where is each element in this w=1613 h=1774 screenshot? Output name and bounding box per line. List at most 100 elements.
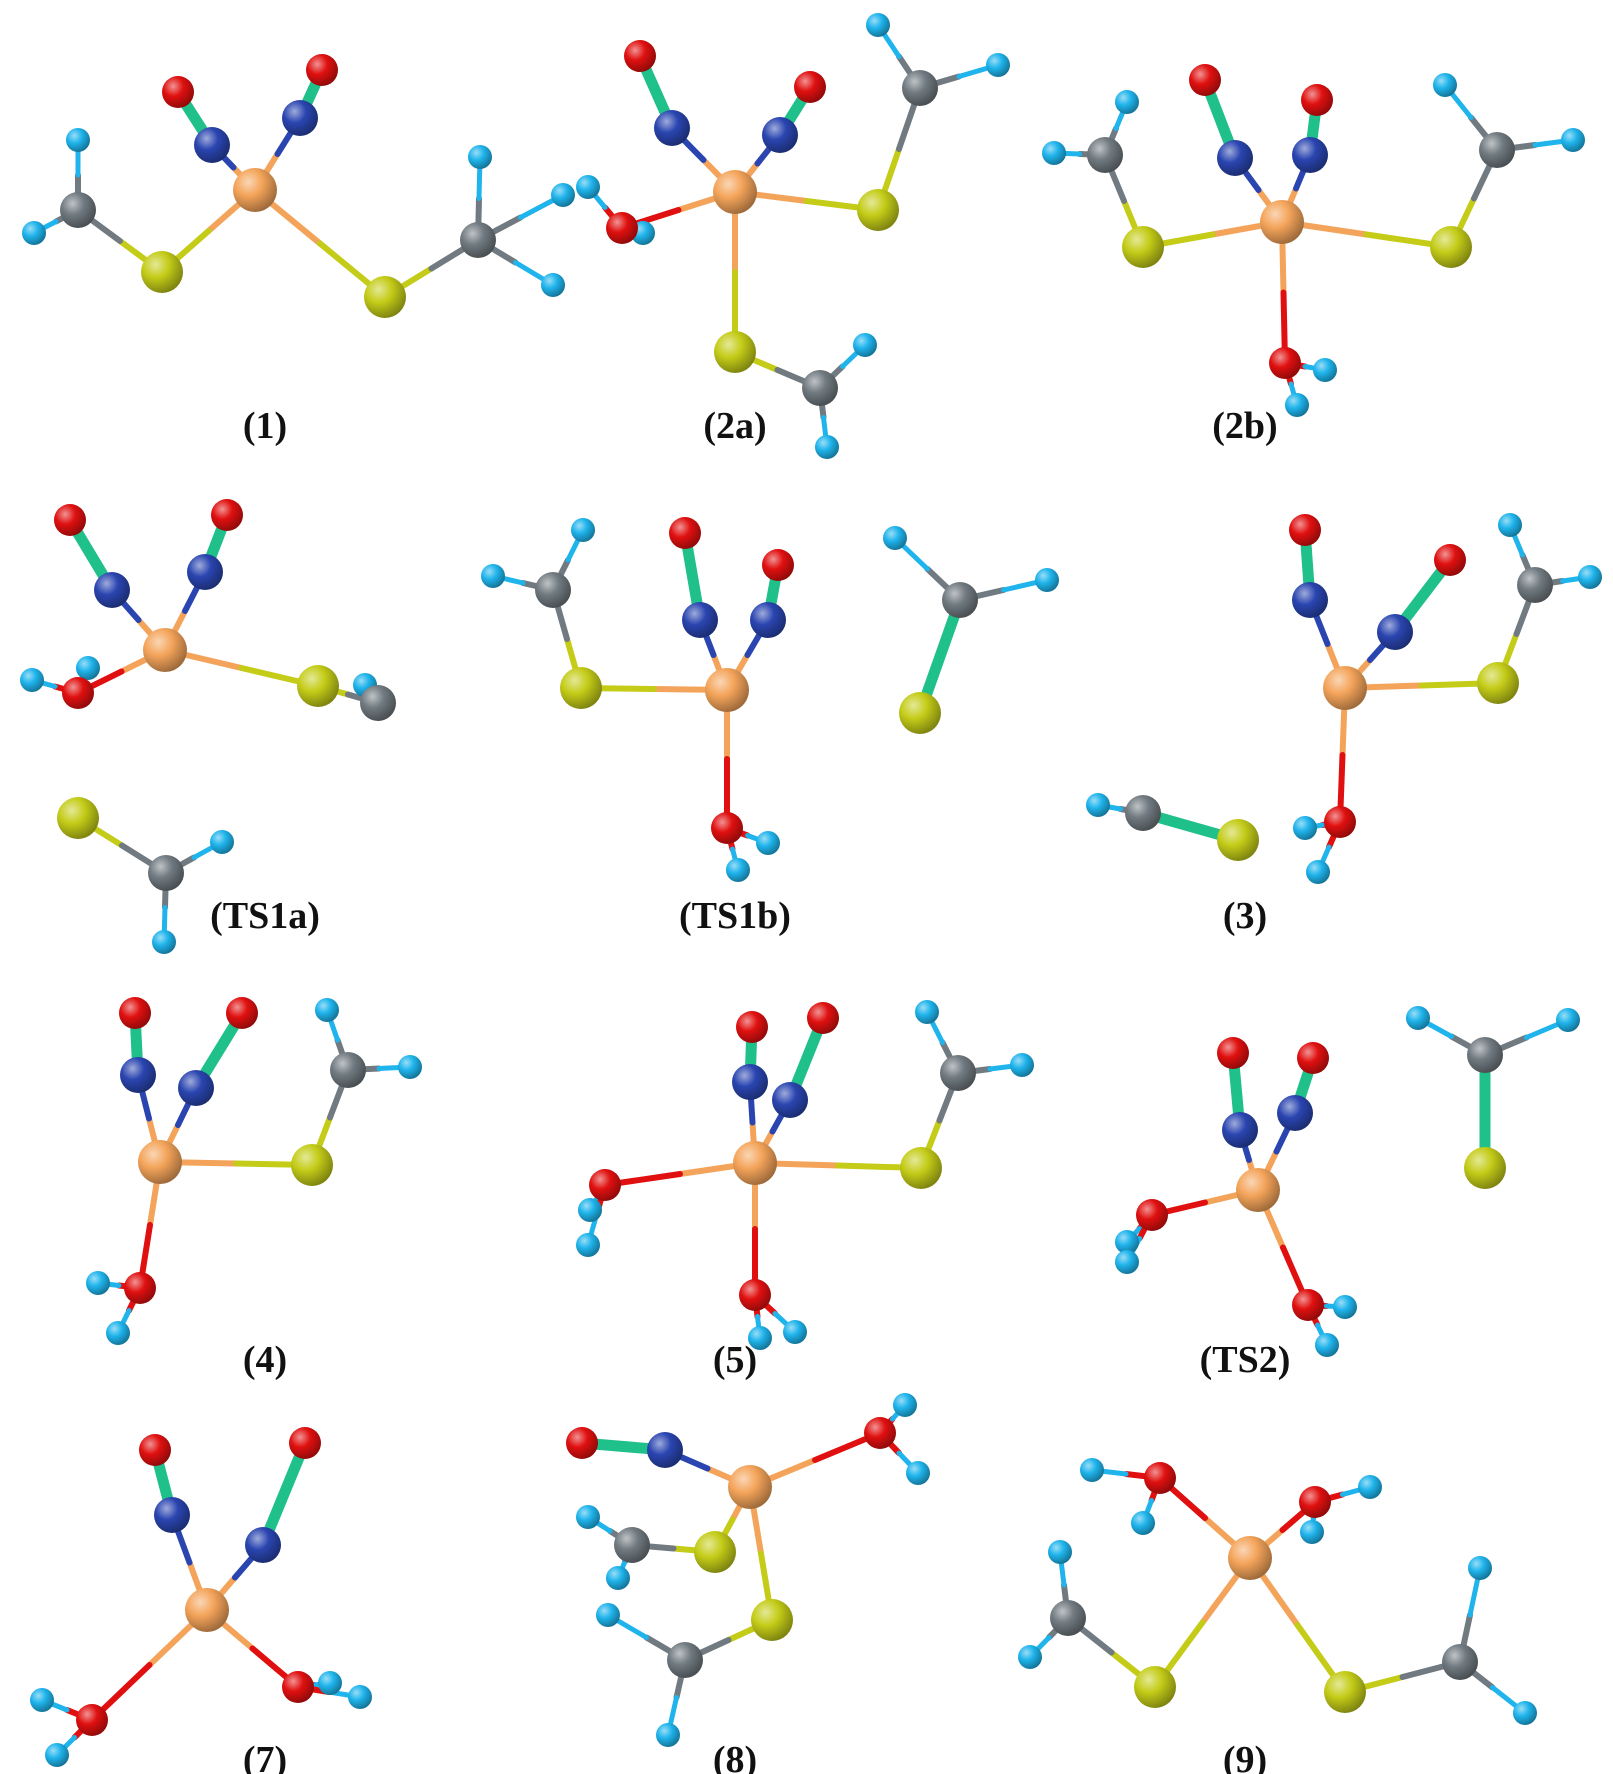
nitrogen-atom-nb — [772, 1082, 808, 1118]
structure-label: (8) — [713, 1739, 757, 1774]
oxygen-atom-oa — [1189, 64, 1221, 96]
oxygen-atom-o1 — [606, 212, 638, 244]
hydrogen-atom-h3 — [468, 145, 492, 169]
structure-label: (7) — [243, 1739, 287, 1774]
hydrogen-atom-h2 — [398, 1055, 422, 1079]
carbon-atom-c2 — [1479, 132, 1515, 168]
hydrogen-atom-h4 — [1513, 1701, 1537, 1725]
oxygen-atom-oa — [139, 1434, 171, 1466]
structure-label: (2b) — [1212, 405, 1277, 447]
oxygen-atom-ob — [226, 997, 258, 1029]
oxygen-atom-ob — [211, 499, 243, 531]
nitrogen-atom-na — [647, 1432, 683, 1468]
hydrogen-atom-h2 — [481, 564, 505, 588]
hydrogen-atom-h4 — [815, 435, 839, 459]
carbon-atom-c1 — [1517, 567, 1553, 603]
hydrogen-atom-hw2 — [76, 656, 100, 680]
oxygen-atom-ob — [289, 1427, 321, 1459]
oxygen-atom-o1 — [711, 812, 743, 844]
oxygen-atom-o2 — [739, 1279, 771, 1311]
structure-label: (2a) — [703, 405, 766, 447]
hydrogen-atom-h3 — [210, 830, 234, 854]
hydrogen-atom-h1 — [915, 1000, 939, 1024]
hydrogen-atom-hw1 — [756, 831, 780, 855]
hydrogen-atom-hw1 — [86, 1271, 110, 1295]
carbon-atom-c1 — [360, 685, 396, 721]
metal-atom-m — [1323, 666, 1367, 710]
oxygen-atom-ob — [762, 549, 794, 581]
oxygen-atom-oa — [1217, 1037, 1249, 1069]
hydrogen-atom-h3 — [596, 1603, 620, 1627]
metal-atom-m — [705, 668, 749, 712]
oxygen-atom-ob — [306, 54, 338, 86]
sulfur-atom-s2 — [714, 331, 756, 373]
oxygen-atom-oa — [162, 76, 194, 108]
hydrogen-atom-hw2 — [726, 858, 750, 882]
oxygen-atom-ob — [1434, 544, 1466, 576]
carbon-atom-c1 — [614, 1527, 650, 1563]
metal-atom-m — [138, 1140, 182, 1184]
hydrogen-atom-hw1 — [893, 1393, 917, 1417]
nitrogen-atom-na — [194, 127, 230, 163]
hydrogen-atom-hw3 — [1333, 1295, 1357, 1319]
oxygen-atom-ob — [1297, 1042, 1329, 1074]
oxygen-atom-o1 — [589, 1169, 621, 1201]
nitrogen-atom-nb — [282, 100, 318, 136]
oxygen-atom-o2 — [1299, 1486, 1331, 1518]
structure-label: (4) — [243, 1339, 287, 1381]
oxygen-atom-ob — [1301, 84, 1333, 116]
structure-label: (5) — [713, 1339, 757, 1381]
hydrogen-atom-hw1 — [20, 668, 44, 692]
panel-8: (8) — [566, 1393, 930, 1774]
hydrogen-atom-hw4 — [1300, 1520, 1324, 1544]
hydrogen-atom-hw2 — [106, 1321, 130, 1345]
panel-3: (3) — [1086, 513, 1602, 937]
hydrogen-atom-hw1 — [576, 175, 600, 199]
carbon-atom-c2 — [802, 370, 838, 406]
nitrogen-atom-na — [682, 602, 718, 638]
oxygen-atom-oa — [566, 1427, 598, 1459]
carbon-atom-c1 — [1087, 137, 1123, 173]
hydrogen-atom-h4 — [1561, 128, 1585, 152]
nitrogen-atom-na — [154, 1497, 190, 1533]
panel-ts1a: (TS1a) — [20, 499, 396, 954]
carbon-atom-c2 — [1125, 795, 1161, 831]
sulfur-atom-s1 — [1122, 226, 1164, 268]
nitrogen-atom-nb — [1277, 1095, 1313, 1131]
carbon-atom-c1 — [60, 192, 96, 228]
panel-2b: (2b) — [1042, 64, 1585, 447]
structure-label: (TS1b) — [679, 895, 791, 937]
hydrogen-atom-h4 — [1035, 568, 1059, 592]
hydrogen-atom-h2 — [22, 221, 46, 245]
hydrogen-atom-h1 — [1498, 513, 1522, 537]
oxygen-atom-o1 — [76, 1704, 108, 1736]
hydrogen-atom-h1 — [1115, 90, 1139, 114]
nitrogen-atom-na — [1217, 140, 1253, 176]
hydrogen-atom-hw2 — [1131, 1511, 1155, 1535]
panel-4: (4) — [86, 997, 422, 1381]
sulfur-atom-s2 — [57, 797, 99, 839]
carbon-atom-c2 — [942, 582, 978, 618]
carbon-atom-c1 — [330, 1052, 366, 1088]
sulfur-atom-s1 — [297, 665, 339, 707]
hydrogen-atom-hw4 — [1315, 1333, 1339, 1357]
structure-label: (3) — [1223, 895, 1267, 937]
bond-nb-ob — [257, 1437, 311, 1551]
nitrogen-atom-na — [94, 572, 130, 608]
sulfur-atom-s2 — [899, 692, 941, 734]
hydrogen-atom-h3 — [853, 333, 877, 357]
hydrogen-atom-h1 — [576, 1505, 600, 1529]
sulfur-atom-s1 — [857, 189, 899, 231]
carbon-atom-c2 — [148, 855, 184, 891]
panel-ts1b: (TS1b) — [481, 517, 1059, 937]
nitrogen-atom-na — [732, 1064, 768, 1100]
hydrogen-atom-hw4 — [348, 1685, 372, 1709]
hydrogen-atom-hw1 — [1313, 358, 1337, 382]
panel-7: (7) — [30, 1427, 372, 1774]
oxygen-atom-oa — [1289, 514, 1321, 546]
structure-label: (TS2) — [1200, 1339, 1291, 1381]
structure-label: (1) — [243, 405, 287, 447]
sulfur-atom-s1 — [560, 667, 602, 709]
sulfur-atom-s2 — [1430, 226, 1472, 268]
